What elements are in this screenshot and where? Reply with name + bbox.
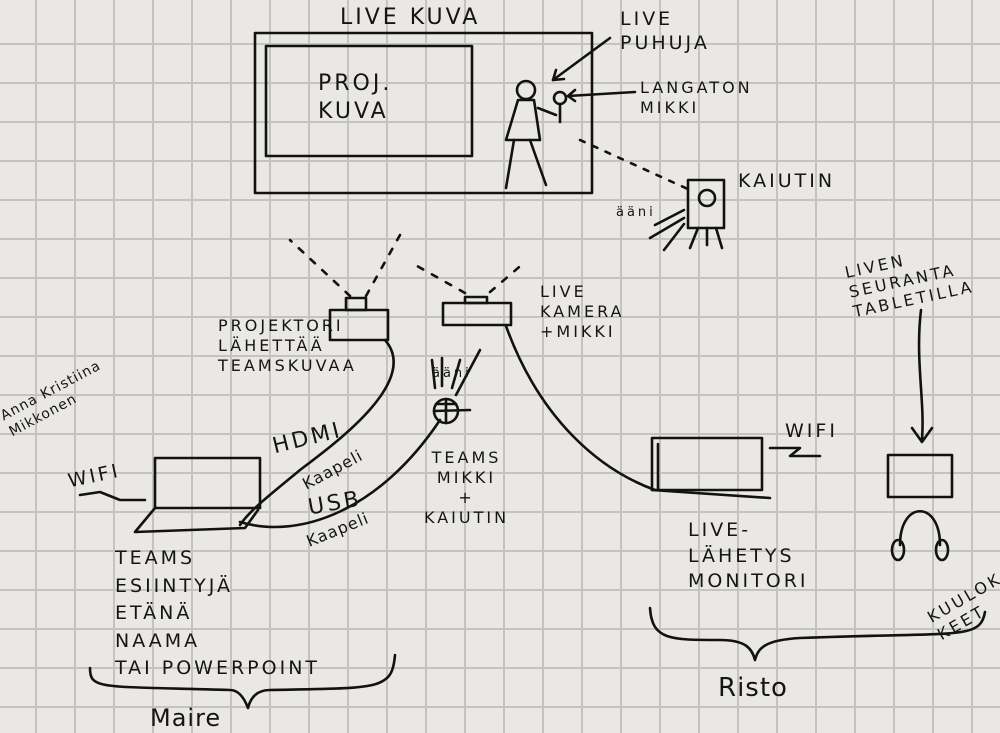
- brace-risto: [648, 606, 987, 662]
- loudspeaker-label: KAIUTIN: [738, 170, 836, 192]
- tablet-icon: [886, 453, 954, 499]
- sound-label-2: ääni: [432, 366, 472, 381]
- sound-dots: [578, 138, 692, 192]
- teams-presenter-label: TEAMS ESIINTYJÄ ETÄNÄ NAAMA TAI POWERPOI…: [115, 547, 321, 680]
- live-speaker-label: LIVE PUHUJA: [620, 8, 710, 54]
- wifi-squiggle-left: [78, 490, 147, 502]
- wireless-mic-label: LANGATON MIKKI: [640, 78, 753, 117]
- live-image-label: LIVE KUVA: [340, 5, 481, 30]
- arrow-to-mic: [566, 88, 637, 103]
- teams-mic-label: TEAMS MIKKI + KAIUTIN: [424, 448, 510, 527]
- wifi-label-right: WIFI: [785, 420, 838, 442]
- projector-icon: [288, 233, 402, 342]
- maire-label: Maire: [150, 704, 222, 732]
- presenter-laptop-icon: [133, 456, 262, 534]
- loudspeaker-icon: [648, 178, 726, 252]
- projector-label: PROJEKTORI LÄHETTÄÄ TEAMSKUVAA: [218, 316, 357, 375]
- live-monitor-icon: [650, 436, 772, 500]
- risto-label: Risto: [718, 673, 788, 703]
- live-camera-label: LIVE KAMERA +MIKKI: [540, 282, 625, 341]
- teams-mic-speaker-icon: [430, 348, 482, 425]
- arrow-to-speaker: [551, 36, 612, 82]
- projected-image-frame: [264, 44, 474, 158]
- wifi-squiggle-right: [768, 446, 822, 458]
- live-monitor-label: LIVE- LÄHETYS MONITORI: [688, 519, 809, 593]
- projected-image-label: PROJ. KUVA: [318, 71, 393, 124]
- hdmi-cable-line: [238, 338, 395, 527]
- headphones-icon: [890, 509, 950, 562]
- usb-cable-line: [238, 418, 442, 529]
- live-camera-icon: [408, 260, 527, 327]
- camera-cable-line: [504, 324, 657, 492]
- brace-maire: [88, 653, 397, 710]
- arrow-to-tablet: [910, 308, 934, 444]
- speaker-person-icon: [504, 79, 568, 190]
- live-screen-frame: [253, 31, 594, 195]
- sound-label-1: ääni: [616, 205, 656, 220]
